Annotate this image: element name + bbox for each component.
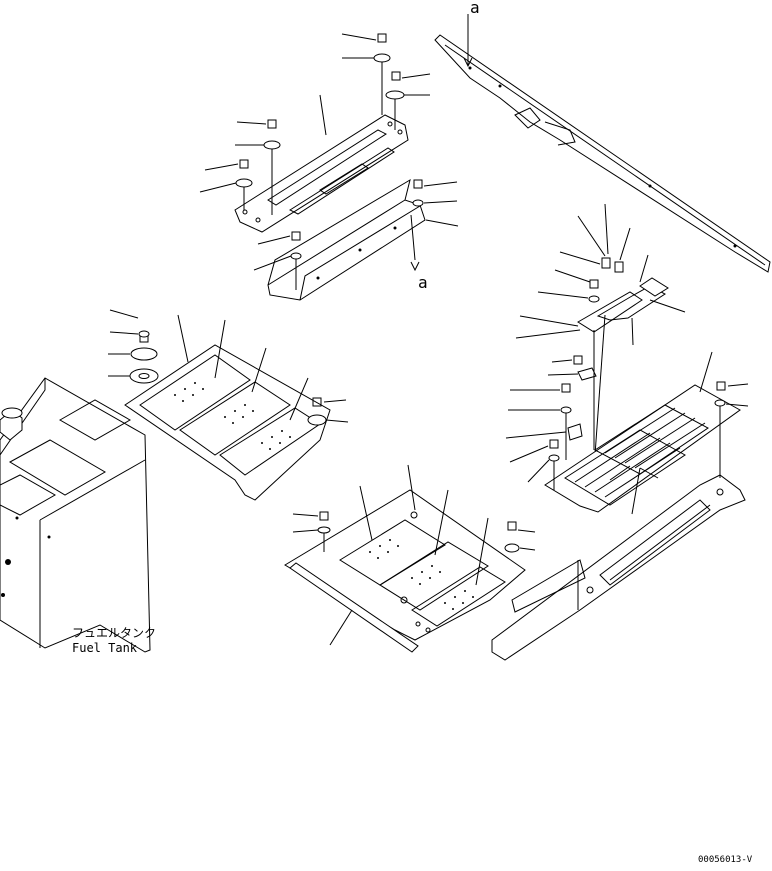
fuel-tank-label-en: Fuel Tank (72, 641, 138, 655)
perforation-dots-left (174, 382, 291, 450)
perforation-dots-bottom (369, 539, 474, 610)
leader-lines-top (199, 33, 459, 272)
view-a-label-top: a (470, 0, 480, 17)
right-bracket-assembly (505, 203, 749, 515)
bottom-step-plate (284, 464, 536, 653)
side-rail (491, 425, 746, 661)
fuel-tank-label-jp: フュエルタンク (72, 626, 156, 640)
bolt-group-top (235, 33, 424, 290)
fuel-tank (0, 377, 151, 653)
long-rail (434, 14, 771, 273)
top-bracket-assembly (199, 33, 459, 301)
drawing-code: 00056013-V (698, 855, 753, 865)
view-a-label-bottom: a (418, 273, 428, 292)
step-plate-left (108, 309, 349, 501)
